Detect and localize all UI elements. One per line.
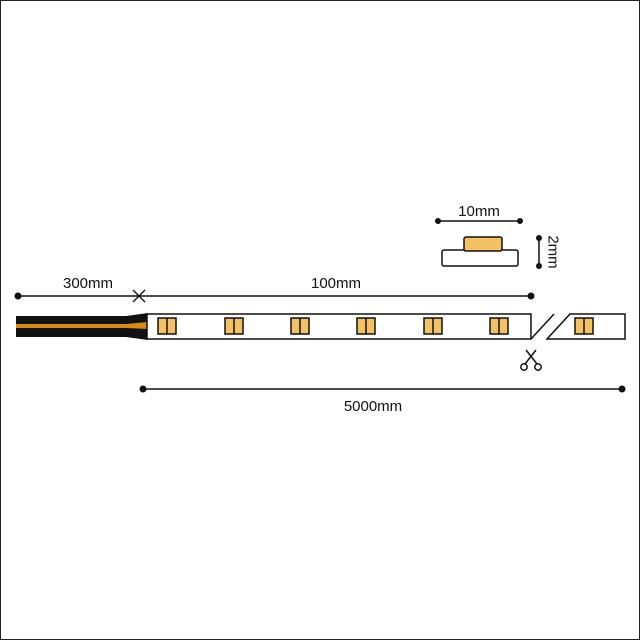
width-dimension-endpoint [517, 218, 523, 224]
lead-length-label: 300mm [63, 275, 113, 292]
strip-body [146, 313, 532, 340]
total-dimension-end [618, 385, 626, 393]
total-dimension-start [139, 385, 147, 393]
led-chip [224, 317, 244, 335]
profile-cross-section: 10mm 2mm [435, 203, 562, 269]
wire-orange-core [16, 322, 148, 329]
top-dimension: 300mm 100mm [14, 275, 535, 303]
cross-icon [132, 289, 146, 303]
scissors-icon [520, 349, 542, 371]
height-dimension-endpoint [536, 235, 542, 241]
led-chip-profile [463, 236, 503, 252]
cut-interval-label: 100mm [311, 275, 361, 292]
lead-wire [16, 313, 148, 340]
top-dimension-start [14, 292, 22, 300]
led-chip [356, 317, 376, 335]
led-strip [146, 313, 626, 340]
led-chip [423, 317, 443, 335]
led-chip [574, 317, 594, 335]
led-chip [157, 317, 177, 335]
width-dimension-endpoint [435, 218, 441, 224]
strip-break-line [530, 313, 555, 340]
height-dimension-endpoint [536, 263, 542, 269]
strip-profile-body [441, 249, 519, 267]
bottom-dimension: 5000mm [139, 385, 626, 415]
total-length-label: 5000mm [344, 398, 402, 415]
led-chip [290, 317, 310, 335]
led-chip [489, 317, 509, 335]
profile-height-label: 2mm [545, 235, 562, 268]
top-dimension-end [527, 292, 535, 300]
profile-width-label: 10mm [458, 203, 500, 220]
